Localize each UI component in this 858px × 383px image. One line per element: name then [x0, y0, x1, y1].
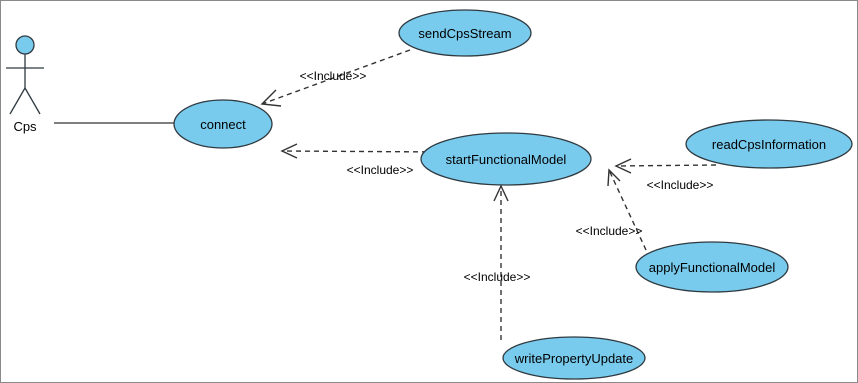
- use-case-ellipse: [685, 119, 853, 169]
- include-line: [281, 150, 446, 153]
- include-label: <<Include>>: [300, 69, 367, 83]
- use-case-ellipse: [635, 241, 789, 293]
- actor-left-leg: [9, 87, 26, 115]
- use-case-ellipse: [173, 99, 273, 149]
- include-label: <<Include>>: [576, 224, 643, 238]
- use-case-ellipse: [398, 9, 532, 57]
- use-case-label: writePropertyUpdate: [514, 351, 634, 366]
- use-case-label: startFunctionalModel: [446, 152, 567, 167]
- use-case-ellipse: [420, 132, 592, 186]
- actor-right-leg: [24, 87, 41, 115]
- use-case-apply-functional-model[interactable]: applyFunctionalModel: [635, 241, 789, 293]
- actor-head: [15, 35, 35, 55]
- include-read-to-start: <<Include>>: [614, 158, 717, 192]
- use-case-label: readCpsInformation: [712, 137, 826, 152]
- use-case-start-functional-model[interactable]: startFunctionalModel: [420, 132, 592, 186]
- include-line: [615, 164, 717, 167]
- include-label: <<Include>>: [347, 163, 414, 177]
- arrowhead: [614, 158, 632, 174]
- actor-cps[interactable]: Cps: [6, 35, 44, 134]
- use-case-read-cps-information[interactable]: readCpsInformation: [685, 119, 853, 169]
- include-write-to-start: <<Include>>: [464, 184, 531, 340]
- use-case-label: sendCpsStream: [418, 26, 511, 41]
- include-line: [608, 169, 647, 251]
- include-label: <<Include>>: [647, 178, 714, 192]
- use-case-ellipse: [502, 336, 646, 380]
- include-send-to-connect: <<Include>>: [260, 49, 411, 107]
- include-start-to-connect: <<Include>>: [280, 143, 446, 177]
- use-case-send-cps-stream[interactable]: sendCpsStream: [398, 9, 532, 57]
- use-case-label: connect: [200, 117, 246, 132]
- use-case-label: applyFunctionalModel: [649, 260, 776, 275]
- arrowhead: [280, 143, 298, 159]
- arrowhead: [260, 89, 282, 107]
- arrowhead: [607, 168, 621, 187]
- include-apply-to-start: <<Include>>: [576, 168, 647, 251]
- actor-label: Cps: [13, 119, 37, 134]
- arrowhead: [493, 184, 509, 202]
- include-label: <<Include>>: [464, 270, 531, 284]
- use-case-connect[interactable]: connect: [173, 99, 273, 149]
- use-case-write-property-update[interactable]: writePropertyUpdate: [502, 336, 646, 380]
